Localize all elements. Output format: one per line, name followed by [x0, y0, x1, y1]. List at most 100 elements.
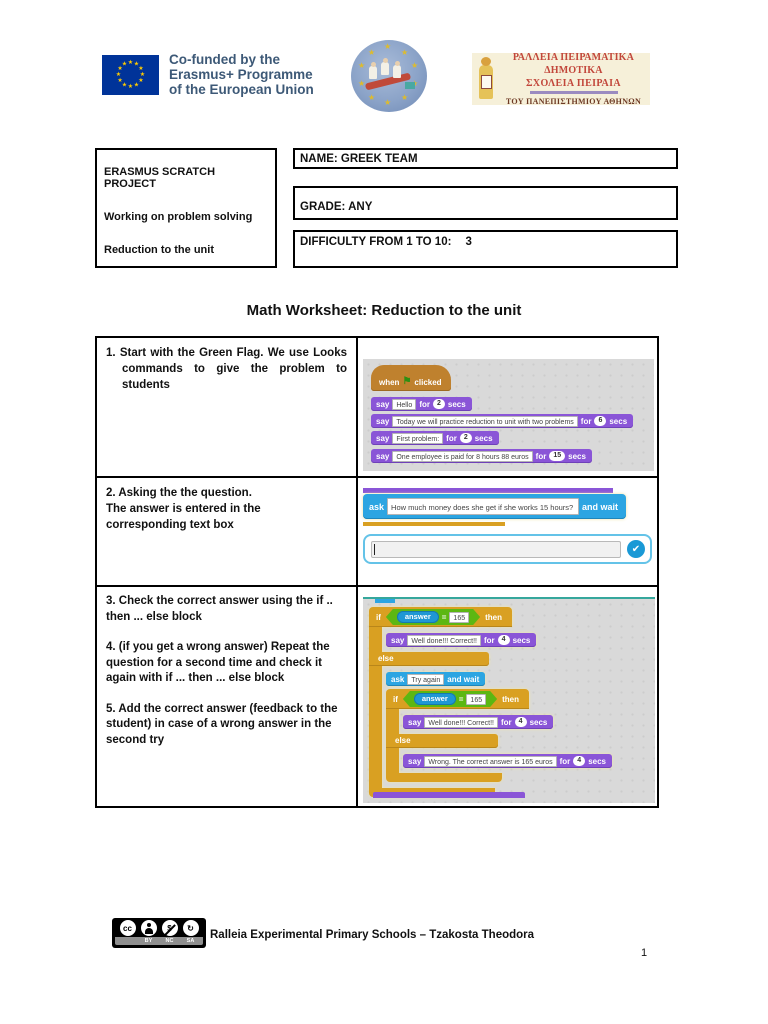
share-alike-icon: ↻: [181, 919, 200, 937]
say-block: say First problem: for 2 secs: [371, 431, 499, 445]
banner-line-1: ΡΑΛΛΕΙΑ ΠΕΙΡΑΜΑΤΙΚΑ ΔΗΜΟΤΙΚΑ: [512, 51, 635, 76]
green-flag-icon: ⚑: [402, 376, 412, 387]
say-text-field: First problem:: [392, 432, 444, 444]
attribution-person-icon: [139, 919, 158, 937]
project-title: ERASMUS SCRATCH PROJECT: [104, 166, 216, 190]
school-circle-logo: ★ ★ ★ ★ ★ ★ ★ ★ ★ ★: [351, 40, 427, 112]
secs-field: 4: [573, 756, 586, 766]
secs-field: 4: [497, 635, 510, 645]
say-block: say Well done!!! Correct!! for 4 secs: [403, 715, 554, 729]
secs-field: 15: [549, 451, 566, 461]
when-flag-clicked-block: when ⚑ clicked: [371, 365, 451, 391]
step-4-text: 4. (if you get a wrong answer) Repeat th…: [106, 641, 330, 684]
figure-drawing: [381, 58, 389, 75]
ask-and-wait-block: ask How much money does she get if she w…: [363, 494, 627, 519]
eu-text-line: of the European Union: [169, 82, 314, 97]
say-block: say Today we will practice reduction to …: [371, 414, 634, 428]
say-block: say One employee is paid for 8 hours 88 …: [371, 449, 592, 463]
table-row: 3. Check the correct answer using the if…: [97, 587, 657, 806]
equals-operator-block: answer = 165: [386, 609, 480, 625]
secs-field: 6: [594, 416, 607, 426]
page-title: Math Worksheet: Reduction to the unit: [246, 302, 522, 319]
school-banner-logo: ΡΑΛΛΕΙΑ ΠΕΙΡΑΜΑΤΙΚΑ ΔΗΜΟΤΙΚΑ ΣΧΟΛΕΙΑ ΠΕΙ…: [472, 51, 650, 106]
step-5-text: 5. Add the correct answer (feedback to t…: [106, 702, 338, 746]
step-1-screenshot-cell: when ⚑ clicked say Hello for 2 secs say …: [358, 338, 657, 476]
page-number: 1: [641, 947, 648, 959]
eu-flag-logo: ★★★ ★★★ ★★★ ★★★: [102, 55, 159, 95]
difficulty-field-box: DIFFICULTY FROM 1 TO 10: 3: [293, 230, 678, 268]
scratch-script-screenshot: if answer = 165 then say Well done!!! Co…: [363, 597, 655, 803]
grade-field-box: GRADE: ANY: [293, 186, 678, 220]
banner-line-3: ΤΟΥ ΠΑΝΕΠΙΣΤΗΜΙΟΥ ΑΘΗΝΩΝ: [505, 96, 642, 106]
answer-reporter-block: answer: [414, 693, 456, 705]
svg-text:★: ★: [122, 61, 127, 68]
secs-field: 4: [514, 717, 527, 727]
secs-field: 2: [432, 399, 445, 409]
svg-text:★: ★: [116, 71, 121, 78]
flag-drawing: [405, 82, 415, 89]
step-2-instructions: 2. Asking the the question. The answer i…: [97, 478, 358, 585]
say-text-field: Today we will practice reduction to unit…: [392, 415, 578, 427]
cc-by-nc-sa-badge: cc $ ↻ BY NC SA: [112, 918, 206, 948]
eu-text-line: Erasmus+ Programme: [169, 67, 313, 82]
figure-drawing: [393, 61, 401, 78]
say-block: say Hello for 2 secs: [371, 397, 472, 411]
worksheet-table: 1. Start with the Green Flag. We use Loo…: [95, 336, 659, 808]
scratch-script-screenshot: when ⚑ clicked say Hello for 2 secs say …: [363, 359, 654, 471]
cc-sa-label: SA: [186, 938, 195, 944]
banner-divider: [529, 90, 618, 94]
cropped-sensing-block: [375, 599, 395, 603]
step-1-instructions: 1. Start with the Green Flag. We use Loo…: [97, 338, 358, 476]
name-value: NAME: GREEK TEAM: [300, 152, 418, 165]
difficulty-label: DIFFICULTY FROM 1 TO 10:: [300, 236, 452, 248]
ask-and-wait-block: ask Try again and wait: [386, 672, 486, 686]
cc-by-label: BY: [144, 938, 153, 944]
table-row: 1. Start with the Green Flag. We use Loo…: [97, 338, 657, 478]
ask-question-field: Try again: [407, 673, 445, 685]
say-text-field: Well done!!! Correct!!: [424, 716, 498, 728]
submit-answer-check-icon: ✔: [627, 540, 645, 558]
figure-drawing: [369, 62, 377, 79]
name-field-box: NAME: GREEK TEAM: [293, 148, 678, 169]
say-text-field: Wrong. The correct answer is 165 euros: [424, 755, 557, 767]
svg-text:★: ★: [128, 83, 133, 90]
cc-nc-label: NC: [165, 938, 174, 944]
compare-value-field: 165: [466, 694, 486, 705]
if-else-block: if answer = 165 then say Well done!!! Co…: [369, 607, 612, 797]
difficulty-value: 3: [465, 236, 472, 248]
grade-value: GRADE: ANY: [300, 201, 373, 213]
text-caret: [374, 543, 375, 555]
say-block: say Well done!!! Correct!! for 4 secs: [386, 633, 537, 647]
svg-text:★: ★: [138, 65, 143, 72]
svg-text:★: ★: [134, 81, 139, 88]
footer-credit-text: Ralleia Experimental Primary Schools – T…: [210, 929, 535, 941]
step-2-screenshot-cell: ask How much money does she get if she w…: [358, 478, 657, 585]
table-row: 2. Asking the the question. The answer i…: [97, 478, 657, 587]
project-info-box: ERASMUS SCRATCH PROJECT Working on probl…: [95, 148, 277, 268]
answer-text-input: [371, 540, 621, 558]
ask-question-field: How much money does she get if she works…: [387, 498, 580, 515]
say-text-field: Well done!!! Correct!!: [407, 634, 481, 646]
svg-text:★: ★: [134, 61, 139, 68]
project-topic: Reduction to the unit: [104, 244, 214, 256]
scratch-answer-input-box: ✔: [363, 534, 652, 564]
step-3-text: 3. Check the correct answer using the if…: [106, 595, 333, 623]
say-text-field: One employee is paid for 8 hours 88 euro…: [392, 450, 533, 462]
svg-text:★: ★: [138, 77, 143, 84]
svg-text:★: ★: [122, 81, 127, 88]
answer-reporter-block: answer: [397, 611, 439, 623]
project-subtitle: Working on problem solving: [104, 211, 253, 223]
svg-text:★: ★: [140, 71, 145, 78]
say-block: say Wrong. The correct answer is 165 eur…: [403, 754, 612, 768]
compare-value-field: 165: [449, 612, 469, 623]
svg-text:★: ★: [117, 65, 122, 72]
cropped-control-block: [363, 522, 505, 526]
secs-field: 2: [459, 433, 472, 443]
svg-text:★: ★: [117, 77, 122, 84]
equals-operator-block: answer = 165: [403, 691, 497, 707]
cropped-say-block: [373, 792, 525, 798]
cropped-purple-block: [363, 488, 613, 493]
cc-icon: cc: [118, 919, 137, 937]
school-mascot-icon: [475, 57, 497, 101]
svg-text:★: ★: [128, 59, 133, 66]
